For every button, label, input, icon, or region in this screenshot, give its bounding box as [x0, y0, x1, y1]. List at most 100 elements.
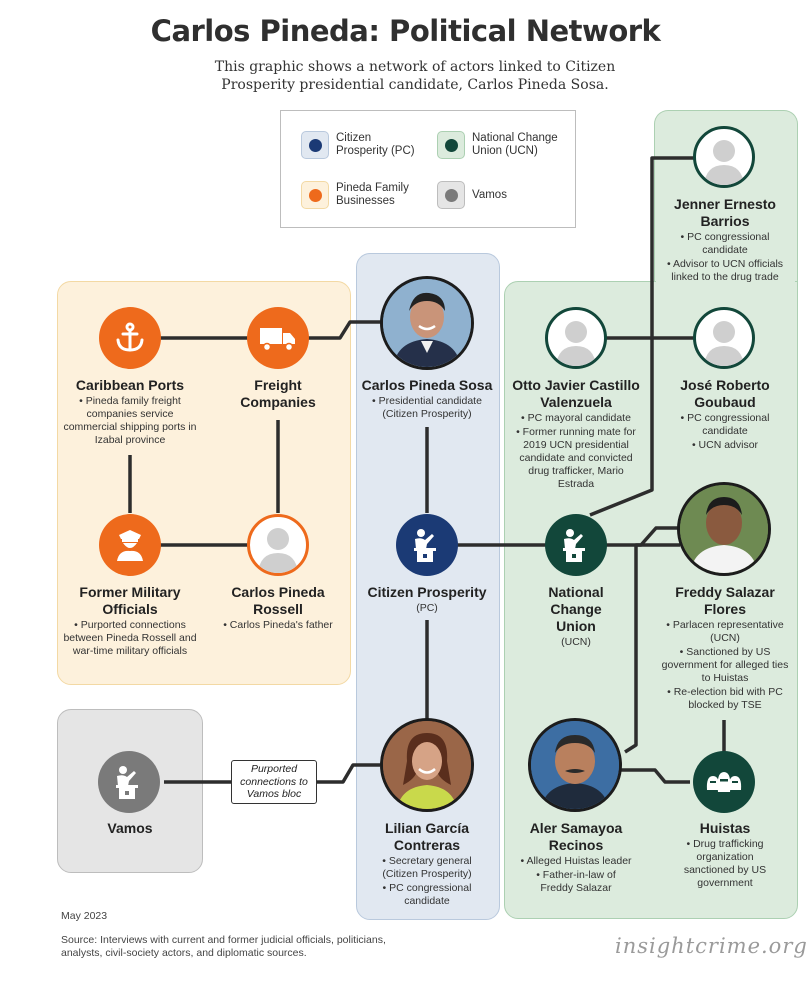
goubaud-line-2: • UCN advisor	[691, 439, 759, 451]
legend-swatch-pc	[301, 131, 329, 159]
ucn-title: National Change Union	[548, 584, 604, 634]
barrios-line-2: • Advisor to UCN officials linked to the…	[666, 258, 784, 283]
garcia-photo	[380, 718, 474, 812]
huistas-line-1: • Drug trafficking organization sanction…	[683, 838, 767, 889]
legend-swatch-vamos	[437, 181, 465, 209]
vamos-node	[98, 751, 160, 813]
subtitle: This graphic shows a network of actors l…	[214, 59, 616, 93]
legend-item-pc: Citizen Prosperity (PC)	[301, 131, 418, 159]
garcia-line-1: • Secretary general (Citizen Prosperity)	[382, 855, 472, 880]
military-label: Former Military Officials • Purported co…	[63, 584, 197, 658]
huistas-node	[693, 751, 755, 813]
goubaud-photo	[693, 307, 755, 369]
freight-node	[247, 307, 309, 369]
legend-swatch-family	[301, 181, 329, 209]
military-line-1: • Purported connections between Pineda R…	[63, 619, 197, 657]
person-silhouette-icon	[704, 140, 744, 185]
salazar-line-1: • Parlacen representative (UCN)	[666, 619, 784, 644]
legend-label-ucn: National Change Union (UCN)	[472, 132, 558, 157]
freight-title: Freight Companies	[240, 377, 316, 410]
edge-samayoa-huistas	[615, 768, 690, 784]
caribbean-ports-line-1: • Pineda family freight companies servic…	[63, 395, 197, 446]
barrios-label: Jenner Ernesto Barrios • PC congressiona…	[657, 196, 793, 284]
date-note: May 2023	[61, 910, 108, 922]
ucn-label: National Change Union (UCN)	[507, 584, 645, 649]
pc-sub: (PC)	[416, 602, 438, 614]
goubaud-line-1: • PC congressional candidate	[680, 412, 770, 437]
pc-label: Citizen Prosperity (PC)	[358, 584, 496, 615]
vamos-label: Vamos	[60, 820, 200, 837]
vamos-title: Vamos	[107, 820, 153, 836]
pineda-sosa-label: Carlos Pineda Sosa • Presidential candid…	[358, 377, 496, 421]
salazar-label: Freddy Salazar Flores • Parlacen represe…	[657, 584, 793, 712]
legend-label-vamos: Vamos	[472, 188, 507, 201]
caribbean-ports-title: Caribbean Ports	[75, 377, 185, 393]
portrait-photo	[383, 279, 471, 367]
samayoa-photo	[528, 718, 622, 812]
edge-ucn-salazar	[576, 526, 690, 547]
ucn-sub: (UCN)	[561, 636, 591, 648]
portrait-photo	[531, 721, 619, 809]
caribbean-ports-label: Caribbean Ports • Pineda family freight …	[63, 377, 197, 447]
barrios-line-1: • PC congressional candidate	[680, 231, 770, 256]
castillo-line-2: • Former running mate for 2019 UCN presi…	[516, 426, 636, 490]
barrios-title: Jenner Ernesto Barrios	[674, 196, 776, 229]
rossell-photo	[247, 514, 309, 576]
rossell-line-1: • Carlos Pineda's father	[223, 619, 333, 631]
goubaud-label: José Roberto Goubaud • PC congressional …	[657, 377, 793, 452]
pineda-sosa-title: Carlos Pineda Sosa	[361, 377, 493, 393]
legend-item-vamos: Vamos	[437, 181, 507, 209]
military-title: Former Military Officials	[79, 584, 181, 617]
legend-item-ucn: National Change Union (UCN)	[437, 131, 572, 159]
legend-label-pc: Citizen Prosperity (PC)	[336, 132, 415, 157]
samayoa-title: Aler Samayoa Recinos	[529, 820, 623, 853]
ucn-panel-join	[655, 270, 795, 286]
portrait-photo	[680, 485, 768, 573]
huistas-label: Huistas • Drug trafficking organization …	[657, 820, 793, 890]
castillo-title: Otto Javier Castillo Valenzuela	[512, 377, 640, 410]
brand-watermark: insightcrime.org	[615, 934, 808, 958]
freight-label: Freight Companies	[228, 377, 328, 411]
military-node	[99, 514, 161, 576]
salazar-line-3: • Re-election bid with PC blocked by TSE	[667, 686, 783, 711]
samayoa-line-1: • Alleged Huistas leader	[520, 855, 632, 867]
person-silhouette-icon	[258, 528, 298, 573]
legend-swatch-ucn	[437, 131, 465, 159]
edge-ucn-barrios	[589, 156, 724, 517]
source-note: Source: Interviews with current and form…	[61, 934, 386, 959]
anchor-icon	[116, 322, 144, 352]
pineda-sosa-photo	[380, 276, 474, 370]
salazar-title: Freddy Salazar Flores	[675, 584, 775, 617]
barrios-photo	[693, 126, 755, 188]
goubaud-title: José Roberto Goubaud	[680, 377, 770, 410]
person-silhouette-icon	[556, 321, 596, 366]
ucn-node	[545, 514, 607, 576]
rossell-label: Carlos Pineda Rossell • Carlos Pineda's …	[212, 584, 344, 632]
portrait-photo	[383, 721, 471, 809]
podium-icon	[563, 529, 585, 562]
caribbean-ports-node	[99, 307, 161, 369]
edge-samayoa-salazar	[624, 543, 680, 754]
castillo-photo	[545, 307, 607, 369]
garcia-title: Lilian García Contreras	[384, 820, 470, 853]
garcia-line-2: • PC congressional candidate	[382, 882, 472, 907]
huistas-title: Huistas	[699, 820, 751, 836]
pc-node	[396, 514, 458, 576]
pineda-sosa-line-1: • Presidential candidate (Citizen Prospe…	[372, 395, 482, 420]
salazar-line-2: • Sanctioned by US government for allege…	[661, 646, 789, 684]
podium-icon	[414, 529, 436, 562]
samayoa-label: Aler Samayoa Recinos • Alleged Huistas l…	[507, 820, 645, 895]
castillo-line-1: • PC mayoral candidate	[521, 412, 631, 424]
samayoa-line-2: • Father-in-law of Freddy Salazar	[536, 869, 616, 894]
rossell-title: Carlos Pineda Rossell	[231, 584, 325, 617]
castillo-label: Otto Javier Castillo Valenzuela • PC may…	[507, 377, 645, 491]
podium-icon	[116, 766, 138, 799]
page-title: Carlos Pineda: Political Network	[150, 14, 661, 48]
pc-title: Citizen Prosperity	[367, 584, 487, 600]
masked-group-icon	[706, 772, 742, 792]
person-silhouette-icon	[704, 321, 744, 366]
salazar-photo	[677, 482, 771, 576]
legend-label-family: Pineda Family Businesses	[336, 182, 409, 207]
edge-freight-pinedasosa	[278, 320, 382, 340]
legend: Citizen Prosperity (PC) National Change …	[280, 110, 576, 228]
